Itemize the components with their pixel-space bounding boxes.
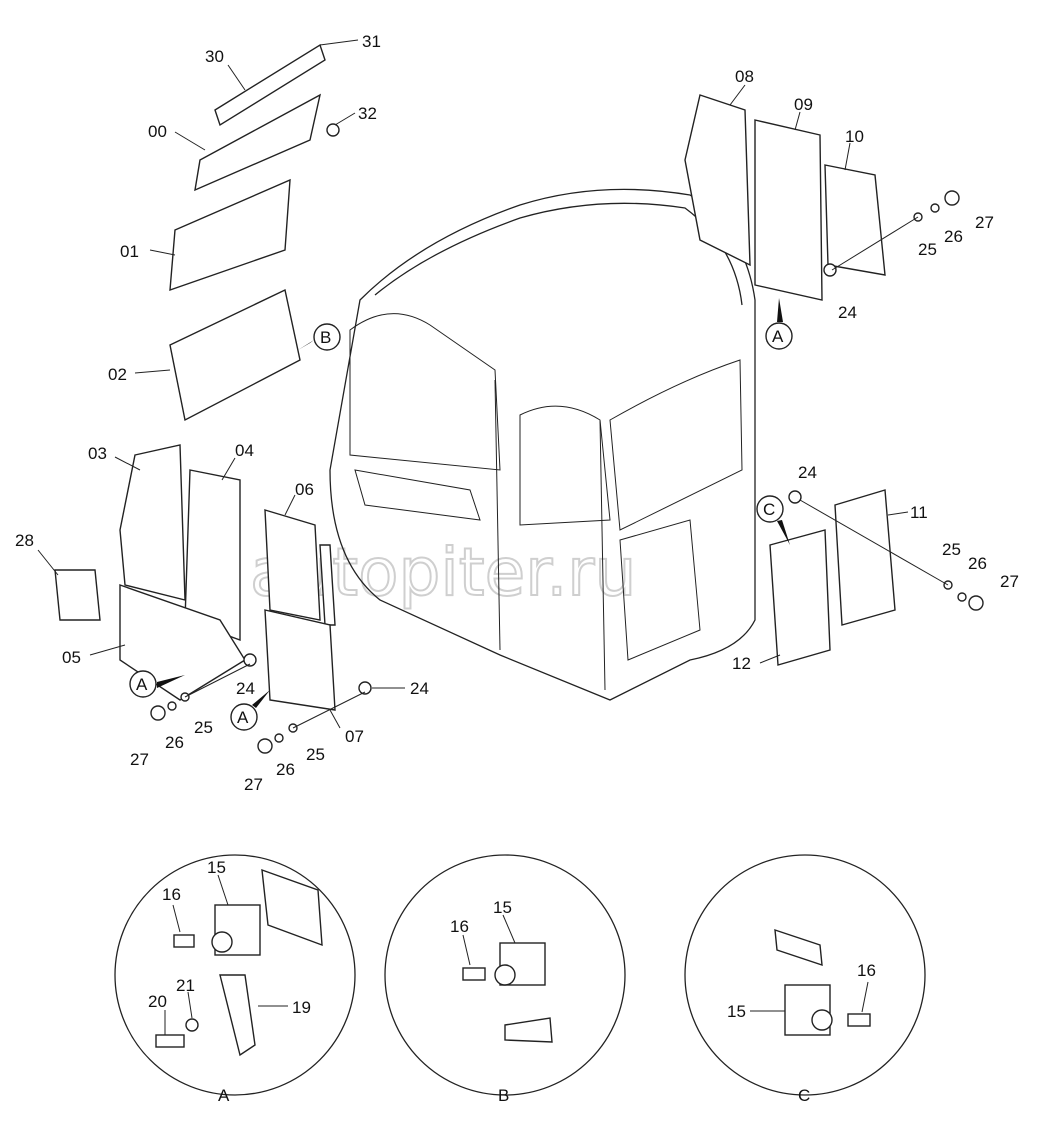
label-03: 03 (88, 444, 107, 463)
panel-03 (119, 444, 186, 601)
callout-b: B (298, 323, 341, 351)
detail-a: 16 15 21 20 19 A (114, 854, 356, 1105)
label-32: 32 (358, 104, 377, 123)
label-27-top: 27 (975, 213, 994, 232)
label-07: 07 (345, 727, 364, 746)
decal-28 (54, 569, 101, 621)
label-20-a: 20 (148, 992, 167, 1011)
label-25-top: 25 (918, 240, 937, 259)
label-27-right: 27 (1000, 572, 1019, 591)
panel-06 (264, 509, 336, 626)
label-27-mid: 27 (244, 775, 263, 794)
label-15-a: 15 (207, 858, 226, 877)
label-28: 28 (15, 531, 34, 550)
detail-c: 16 15 C (684, 854, 926, 1105)
label-06: 06 (295, 480, 314, 499)
panel-02 (169, 288, 301, 422)
panel-00 (194, 93, 322, 192)
label-11: 11 (910, 503, 928, 522)
label-25-right: 25 (942, 540, 961, 559)
svg-text:A: A (136, 675, 148, 694)
label-24-right: 24 (798, 463, 817, 482)
panel-09 (754, 119, 823, 301)
label-21-a: 21 (176, 976, 195, 995)
label-10: 10 (845, 127, 864, 146)
label-02: 02 (108, 365, 127, 384)
panel-04 (184, 469, 241, 641)
cab-body (329, 188, 756, 701)
panel-11 (834, 489, 896, 626)
callout-a-top: A (765, 298, 793, 350)
panel-08 (684, 94, 751, 267)
panel-01 (169, 178, 291, 292)
label-27-left: 27 (130, 750, 149, 769)
callout-a-left: A (129, 670, 185, 698)
part-labels: 30 31 32 00 01 02 03 04 06 28 05 24 25 2… (15, 32, 1019, 794)
panel-07 (264, 609, 336, 711)
callout-a-mid: A (230, 690, 270, 731)
label-26-right: 26 (968, 554, 987, 573)
label-01: 01 (120, 242, 139, 261)
detail-b: 16 15 B (384, 854, 626, 1105)
label-16-a: 16 (162, 885, 181, 904)
panel-12 (769, 529, 831, 666)
svg-text:A: A (772, 327, 784, 346)
label-16-c: 16 (857, 961, 876, 980)
label-09: 09 (794, 95, 813, 114)
detail-label-c: C (798, 1086, 810, 1105)
label-30: 30 (205, 47, 224, 66)
svg-text:C: C (763, 500, 775, 519)
label-25-left: 25 (194, 718, 213, 737)
label-26-top: 26 (944, 227, 963, 246)
label-24-top: 24 (838, 303, 857, 322)
label-04: 04 (235, 441, 254, 460)
callout-c: C (756, 495, 790, 545)
svg-text:B: B (320, 328, 331, 347)
label-24-mid: 24 (410, 679, 429, 698)
panel-05 (119, 584, 246, 701)
label-19-a: 19 (292, 998, 311, 1017)
label-05: 05 (62, 648, 81, 667)
label-08: 08 (735, 67, 754, 86)
fasteners (150, 123, 984, 754)
panel-31 (214, 43, 326, 127)
label-26-mid: 26 (276, 760, 295, 779)
svg-text:A: A (237, 708, 249, 727)
panel-10 (824, 164, 886, 276)
label-26-left: 26 (165, 733, 184, 752)
label-15-c: 15 (727, 1002, 746, 1021)
label-12: 12 (732, 654, 751, 673)
label-00: 00 (148, 122, 167, 141)
detail-label-b: B (498, 1086, 509, 1105)
label-15-b: 15 (493, 898, 512, 917)
label-16-b: 16 (450, 917, 469, 936)
label-31: 31 (362, 32, 381, 51)
leader-lines (37, 39, 949, 729)
label-25-mid: 25 (306, 745, 325, 764)
label-24-left: 24 (236, 679, 255, 698)
detail-label-a: A (218, 1086, 230, 1105)
